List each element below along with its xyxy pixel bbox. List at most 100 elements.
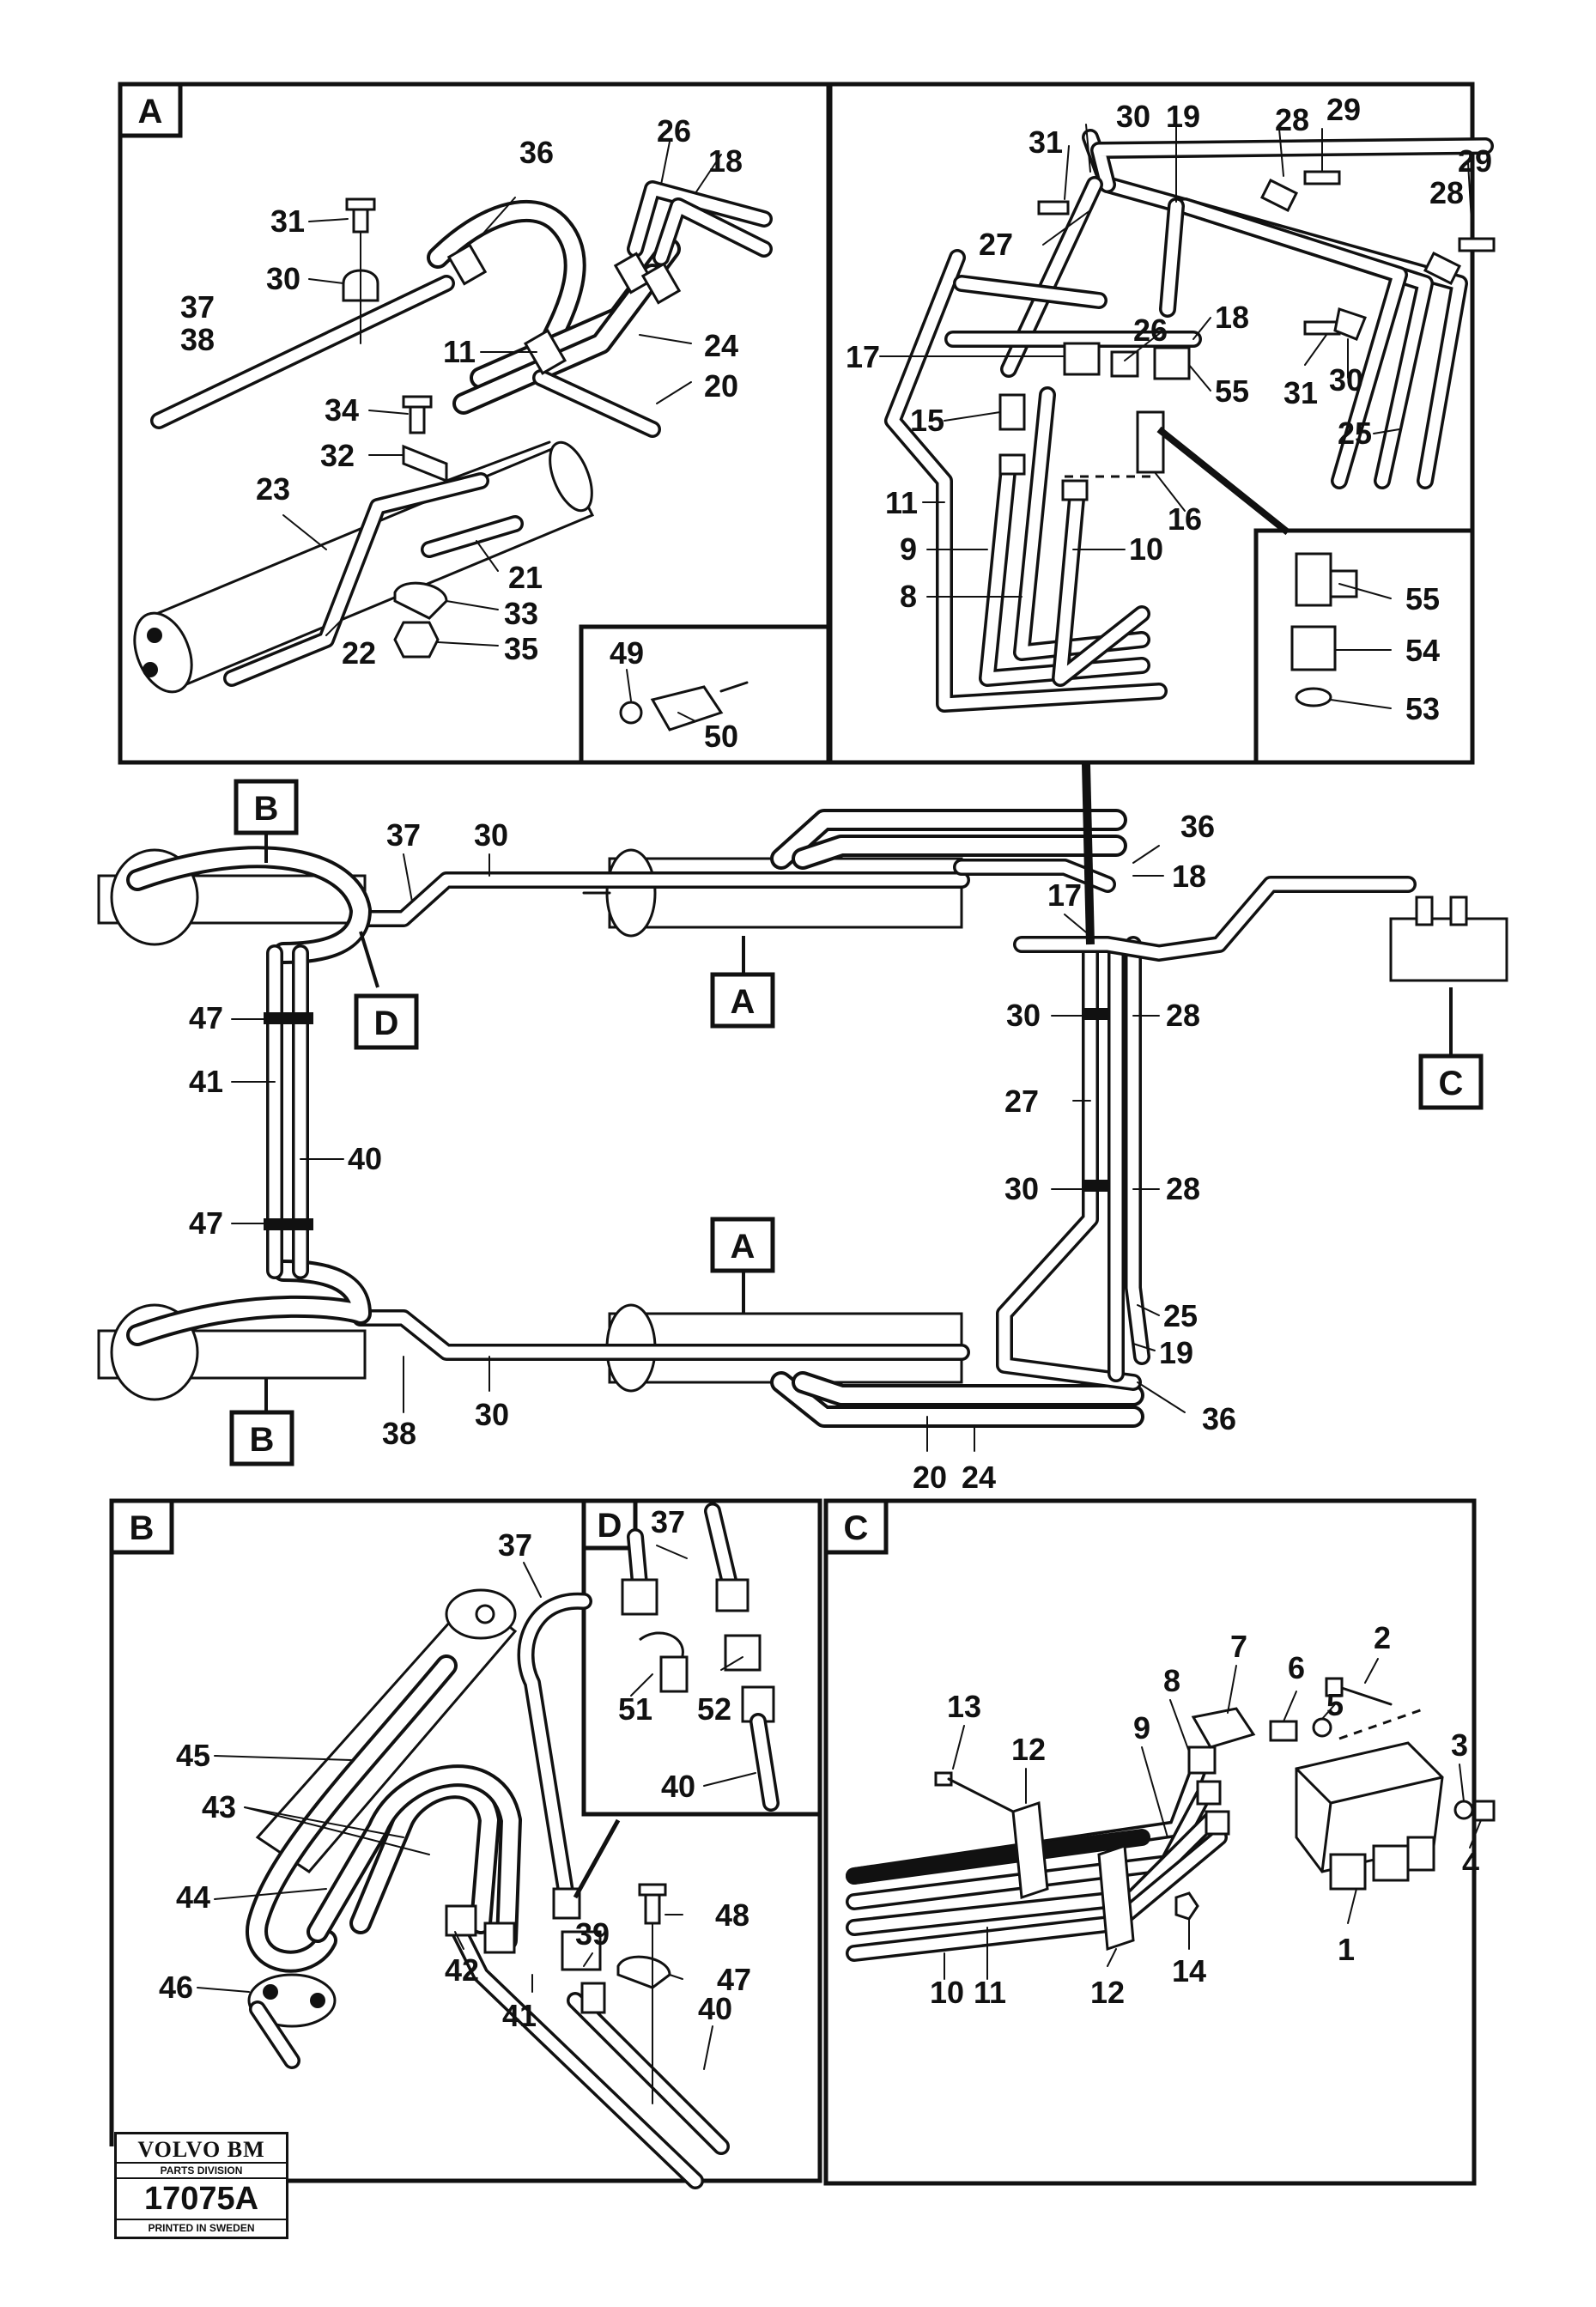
logo-brand: VOLVO BM <box>137 2137 265 2162</box>
callout-r-18: 18 <box>1215 300 1249 335</box>
callout-r-26: 26 <box>1133 313 1168 348</box>
callout-a-20: 20 <box>704 368 738 404</box>
callout-r-9: 9 <box>900 531 917 567</box>
overview-box-d: D <box>374 1005 399 1042</box>
callout-c-2: 2 <box>1374 1620 1391 1655</box>
callout-m-38: 38 <box>382 1416 416 1451</box>
panel-c: C <box>823 1498 1496 2186</box>
callout-a-11: 11 <box>443 334 476 369</box>
logo-division: PARTS DIVISION <box>117 2162 286 2179</box>
panel-c-letter: C <box>844 1509 869 1547</box>
callout-r-29a: 29 <box>1326 92 1361 127</box>
callout-r-31b: 31 <box>1283 375 1318 410</box>
callout-a-30: 30 <box>266 261 300 296</box>
callout-r-16: 16 <box>1168 501 1202 537</box>
callout-m-36a: 36 <box>1180 809 1215 844</box>
callout-m-25: 25 <box>1163 1298 1198 1333</box>
volvo-bm-logo-block: VOLVO BM PARTS DIVISION 17075A PRINTED I… <box>114 2132 288 2239</box>
callout-r-28b: 28 <box>1429 175 1464 210</box>
overview-box-a-upper: A <box>731 983 756 1021</box>
callout-c-12b: 12 <box>1090 1975 1125 2010</box>
callout-r-53: 53 <box>1405 691 1440 726</box>
callout-a-26: 26 <box>657 113 691 149</box>
callout-m-36b: 36 <box>1202 1401 1236 1436</box>
callout-a-34: 34 <box>325 392 359 428</box>
callout-a-22: 22 <box>342 635 376 671</box>
panel-a-letter: A <box>138 93 163 131</box>
overview-box-a-lower: A <box>731 1228 756 1266</box>
callout-c-7: 7 <box>1230 1629 1247 1664</box>
callout-b-48: 48 <box>715 1897 749 1933</box>
callout-c-13: 13 <box>947 1689 981 1724</box>
callout-m-27: 27 <box>1004 1084 1039 1119</box>
callout-r-8: 8 <box>900 579 917 614</box>
callout-r-30b: 30 <box>1329 362 1363 398</box>
callout-m-30d: 30 <box>475 1397 509 1432</box>
callout-a-31: 31 <box>270 203 305 239</box>
callout-a-32: 32 <box>320 438 355 473</box>
panel-tube-assembly: 30 19 31 28 29 29 28 27 18 26 17 55 31 3… <box>826 82 1496 765</box>
callout-b-39: 39 <box>575 1916 610 1952</box>
overview-box-b-lower: B <box>250 1421 275 1459</box>
panel-a: A <box>118 82 833 765</box>
callout-c-12a: 12 <box>1011 1732 1046 1767</box>
callout-c-5: 5 <box>1326 1687 1344 1722</box>
callout-m-28a: 28 <box>1166 998 1200 1033</box>
callout-a-21: 21 <box>508 560 543 595</box>
callout-b-40: 40 <box>698 1991 732 2026</box>
callout-c-1: 1 <box>1338 1932 1355 1967</box>
overview-layout: B A D C A B 37 30 36 18 <box>97 763 1508 1495</box>
callout-c-6: 6 <box>1288 1650 1305 1685</box>
callout-a-37: 37 <box>180 289 215 325</box>
callout-r-55: 55 <box>1215 373 1249 409</box>
logo-printed: PRINTED IN SWEDEN <box>117 2219 286 2236</box>
callout-a-33: 33 <box>504 596 538 631</box>
callout-a-18: 18 <box>708 143 743 179</box>
callout-c-9: 9 <box>1133 1710 1150 1745</box>
callout-d-37: 37 <box>651 1504 685 1539</box>
callout-c-4: 4 <box>1462 1846 1479 1881</box>
callout-c-8: 8 <box>1163 1663 1180 1698</box>
overview-box-b-upper: B <box>254 790 279 828</box>
callout-a-36: 36 <box>519 135 554 170</box>
callout-c-14: 14 <box>1172 1953 1206 1988</box>
callout-m-41: 41 <box>189 1064 223 1099</box>
callout-m-19: 19 <box>1159 1335 1193 1370</box>
callout-d-52: 52 <box>697 1691 731 1727</box>
callout-m-24: 24 <box>962 1460 996 1495</box>
overview-box-c: C <box>1439 1065 1464 1102</box>
panel-d-letter: D <box>598 1507 622 1545</box>
callout-c-11: 11 <box>974 1975 1006 2010</box>
callout-d-51: 51 <box>618 1691 652 1727</box>
callout-a-23: 23 <box>256 471 290 507</box>
callout-r-10: 10 <box>1129 531 1163 567</box>
callout-a-50: 50 <box>704 719 738 754</box>
callout-b-37: 37 <box>498 1527 532 1563</box>
callout-r-15: 15 <box>910 403 944 438</box>
callout-r-17: 17 <box>846 339 880 374</box>
callout-m-17: 17 <box>1047 877 1082 913</box>
callout-r-27: 27 <box>979 227 1013 262</box>
callout-c-3: 3 <box>1451 1727 1468 1763</box>
callout-r-19: 19 <box>1166 99 1200 134</box>
callout-b-43: 43 <box>202 1789 236 1824</box>
callout-a-38: 38 <box>180 322 215 357</box>
callout-b-41: 41 <box>502 1998 537 2033</box>
callout-m-37: 37 <box>386 817 421 853</box>
callout-m-40: 40 <box>348 1141 382 1176</box>
callout-m-30a: 30 <box>474 817 508 853</box>
panel-b-letter: B <box>130 1509 155 1547</box>
callout-d-40: 40 <box>661 1769 695 1804</box>
callout-b-42: 42 <box>445 1952 479 1988</box>
callout-m-47a: 47 <box>189 1000 223 1035</box>
callout-m-18: 18 <box>1172 859 1206 894</box>
callout-r-31a: 31 <box>1029 124 1063 160</box>
callout-a-35: 35 <box>504 631 538 666</box>
callout-r-29b: 29 <box>1458 143 1492 179</box>
logo-drawing-number: 17075A <box>143 2181 259 2217</box>
callout-b-47: 47 <box>717 1962 751 1997</box>
callout-b-45: 45 <box>176 1738 210 1773</box>
callout-r-11: 11 <box>885 485 918 520</box>
callout-r-30: 30 <box>1116 99 1150 134</box>
